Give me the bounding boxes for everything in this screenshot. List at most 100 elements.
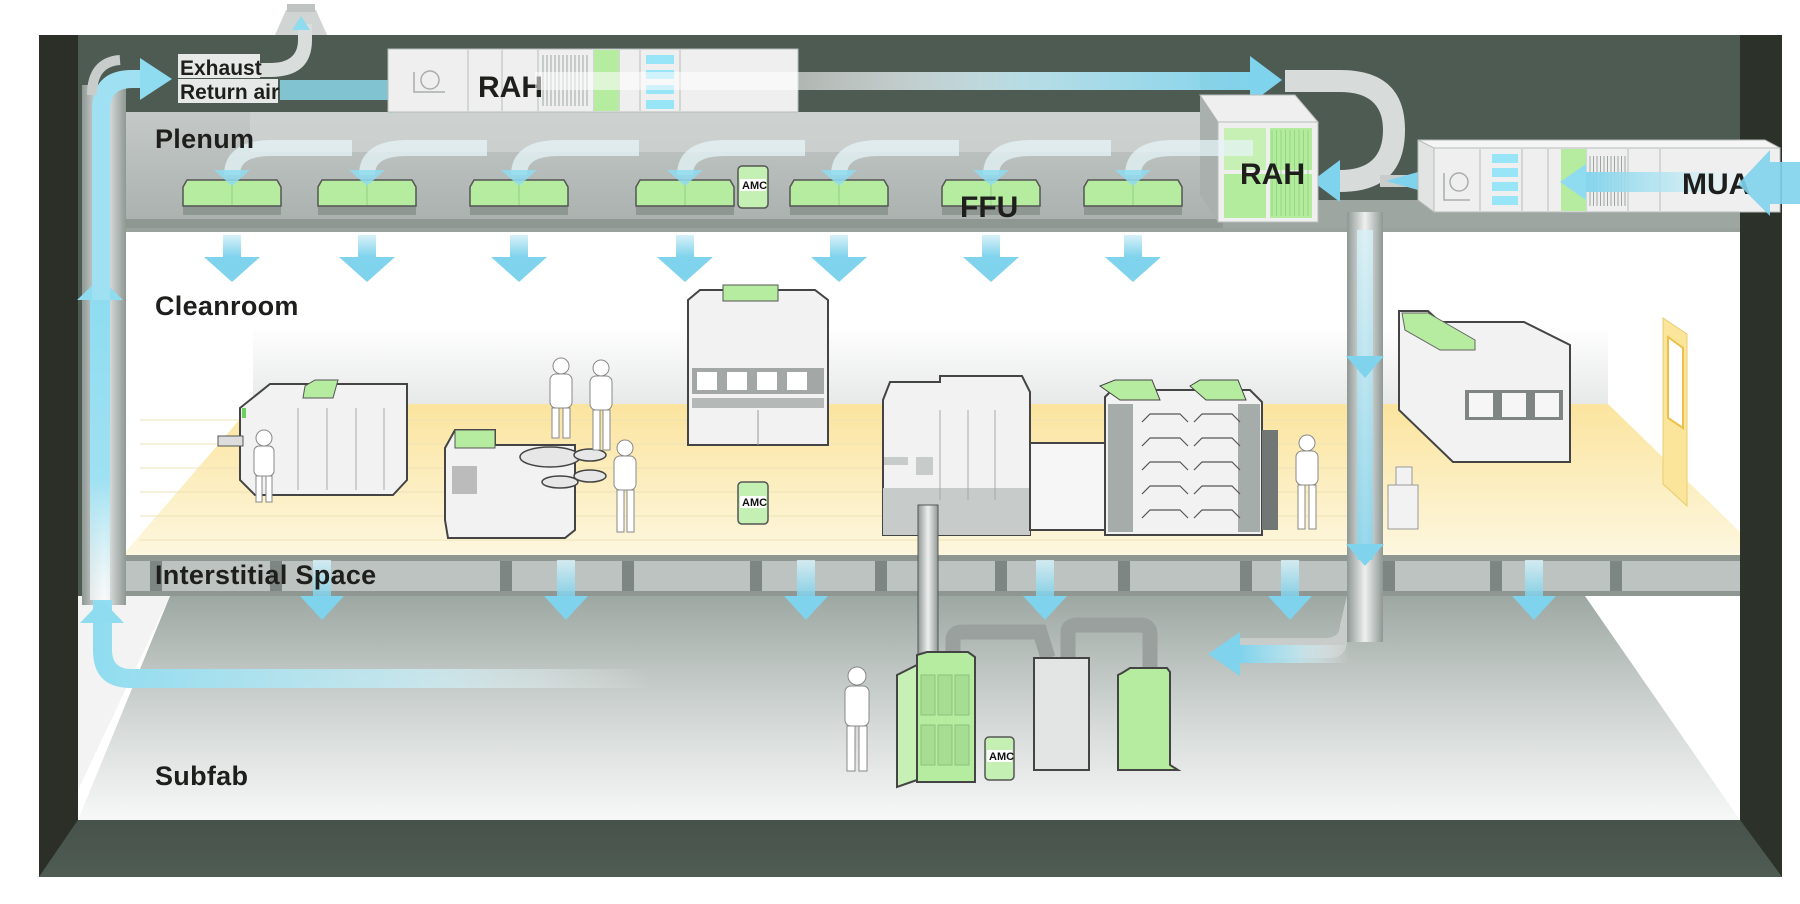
- scrubber-duct-1: [945, 624, 1056, 661]
- plenum-flow-arrow: [349, 170, 385, 186]
- subfab-operator-body: [844, 685, 870, 727]
- subfab-return-right-flow: [1240, 645, 1350, 663]
- amc-cleanroom: AMC: [737, 481, 769, 525]
- stocker-back-unit: [1262, 430, 1278, 530]
- cluster-tool-chamber-1: [519, 446, 581, 468]
- plenum-flow-curve: [224, 140, 352, 176]
- subfab-return-right-arrow: [1208, 632, 1240, 676]
- tool-1-status-light: [242, 408, 246, 418]
- tool-1-operator-body: [253, 445, 275, 477]
- cluster-tool-panel: [452, 466, 477, 494]
- litho-tool: [882, 375, 1106, 536]
- subfab-operator-leg-2: [858, 725, 868, 772]
- amc-subfab-tag: [987, 750, 1012, 762]
- joist: [875, 561, 887, 591]
- cleanroom-downflow-arrow: [963, 257, 1019, 282]
- mua-coil-1: [1492, 154, 1518, 163]
- mua-coil-4: [1492, 196, 1518, 205]
- frame-floor: [39, 820, 1782, 877]
- mua-top: [1417, 139, 1781, 149]
- interstitial-downflow-arrow: [300, 596, 344, 620]
- plenum-flows: [214, 140, 1253, 186]
- gas-cabinet-slot: [937, 674, 953, 716]
- rah-top-fan-icon: [420, 70, 440, 90]
- cleanroom-downflow-arrow: [204, 257, 260, 282]
- cluster-tool-chamber-3: [573, 469, 607, 483]
- gas-cabinet-slot: [920, 724, 936, 766]
- joist: [1240, 561, 1252, 591]
- mua-end-face: [1417, 139, 1435, 213]
- litho-tool-base: [883, 488, 1030, 535]
- joist: [1118, 561, 1130, 591]
- wet-bench-tank-4: [787, 372, 807, 390]
- operator-2-leg-1: [551, 407, 560, 439]
- operator-4-head: [616, 439, 634, 457]
- ffu-row: AMC: [182, 165, 1183, 215]
- plenum-flow-arrow: [821, 170, 857, 186]
- wet-bench: [687, 284, 829, 446]
- joist: [750, 561, 762, 591]
- wet-bench-ffu: [722, 284, 779, 302]
- gas-cabinet-slot: [954, 674, 970, 716]
- operator-3-leg-1: [592, 409, 601, 451]
- amc-plenum-tag: [740, 179, 766, 191]
- mua-coil-3: [1492, 182, 1518, 191]
- recirc-duct: [1285, 70, 1405, 192]
- interstitial-downflow-arrow: [1023, 596, 1067, 620]
- amc-cleanroom-tag: [740, 496, 766, 508]
- cleanroom-downflow-stem: [1124, 235, 1142, 257]
- cleanroom-downflow-stem: [676, 235, 694, 257]
- interstitial-downflow-stem: [1036, 560, 1054, 596]
- operator-4-leg-1: [616, 489, 625, 533]
- cleanroom-label: Cleanroom: [155, 291, 299, 321]
- right-shaft-arrow-2: [1346, 544, 1384, 566]
- joist: [1383, 561, 1395, 591]
- joist: [1490, 561, 1502, 591]
- exhaust-label-bg: [178, 54, 260, 78]
- exhaust-riser: [917, 504, 939, 671]
- plenum-flow-curve: [511, 140, 639, 176]
- joist: [150, 561, 162, 591]
- mua-intake-arrow: [1738, 150, 1800, 216]
- return-air-label: Return air: [180, 81, 279, 104]
- plenum-flow-curve: [359, 140, 487, 176]
- amc-plenum-label: AMC: [742, 180, 767, 192]
- rah-side-face: [1200, 95, 1218, 222]
- operator-5-leg-1: [1297, 484, 1306, 530]
- subfab-return-flow: [93, 600, 650, 688]
- wet-bench-tank-3: [757, 372, 777, 390]
- rah-top-label: RAH: [478, 71, 543, 104]
- stocker-shelf: [1193, 509, 1241, 519]
- stocker-shelf: [1193, 461, 1241, 471]
- exhaust-label: Exhaust: [180, 57, 262, 80]
- joist: [1610, 561, 1622, 591]
- cleanroom-equipment: AMC: [217, 284, 1571, 539]
- ceiling-line: [123, 228, 1740, 232]
- wet-bench-deck: [692, 398, 824, 408]
- interstitial-joists: [150, 561, 1622, 591]
- process-tool-1: [217, 379, 408, 503]
- interstitial-downflow-stem: [1525, 560, 1543, 596]
- cluster-tool: [444, 429, 607, 539]
- stocker-shelf: [1193, 485, 1241, 495]
- litho-track-link: [1029, 442, 1106, 531]
- shaft-right-arrow: [140, 58, 172, 100]
- stocker-shelf: [1141, 509, 1189, 519]
- stocker: [1098, 379, 1319, 536]
- interstitial-downflow-arrow: [544, 596, 588, 620]
- stocker-shelf: [1141, 485, 1189, 495]
- downflow-arrows: [204, 235, 1556, 620]
- right-shaft-arrow-1: [1346, 356, 1384, 378]
- cleanroom-downflow-arrow: [339, 257, 395, 282]
- stocker-side-panel-right: [1238, 404, 1260, 532]
- mua-fan-icon: [1449, 172, 1469, 192]
- right-return-shaft: [1208, 212, 1384, 676]
- operator-3-leg-2: [602, 409, 611, 451]
- interstitial-downflow-stem: [797, 560, 815, 596]
- gas-cabinet-slot: [937, 724, 953, 766]
- mua-unit: MUA: [1380, 139, 1800, 216]
- operator-4-leg-2: [626, 489, 635, 533]
- scrubber-duct-2: [1060, 617, 1158, 676]
- rah-top-coil-4: [646, 100, 674, 109]
